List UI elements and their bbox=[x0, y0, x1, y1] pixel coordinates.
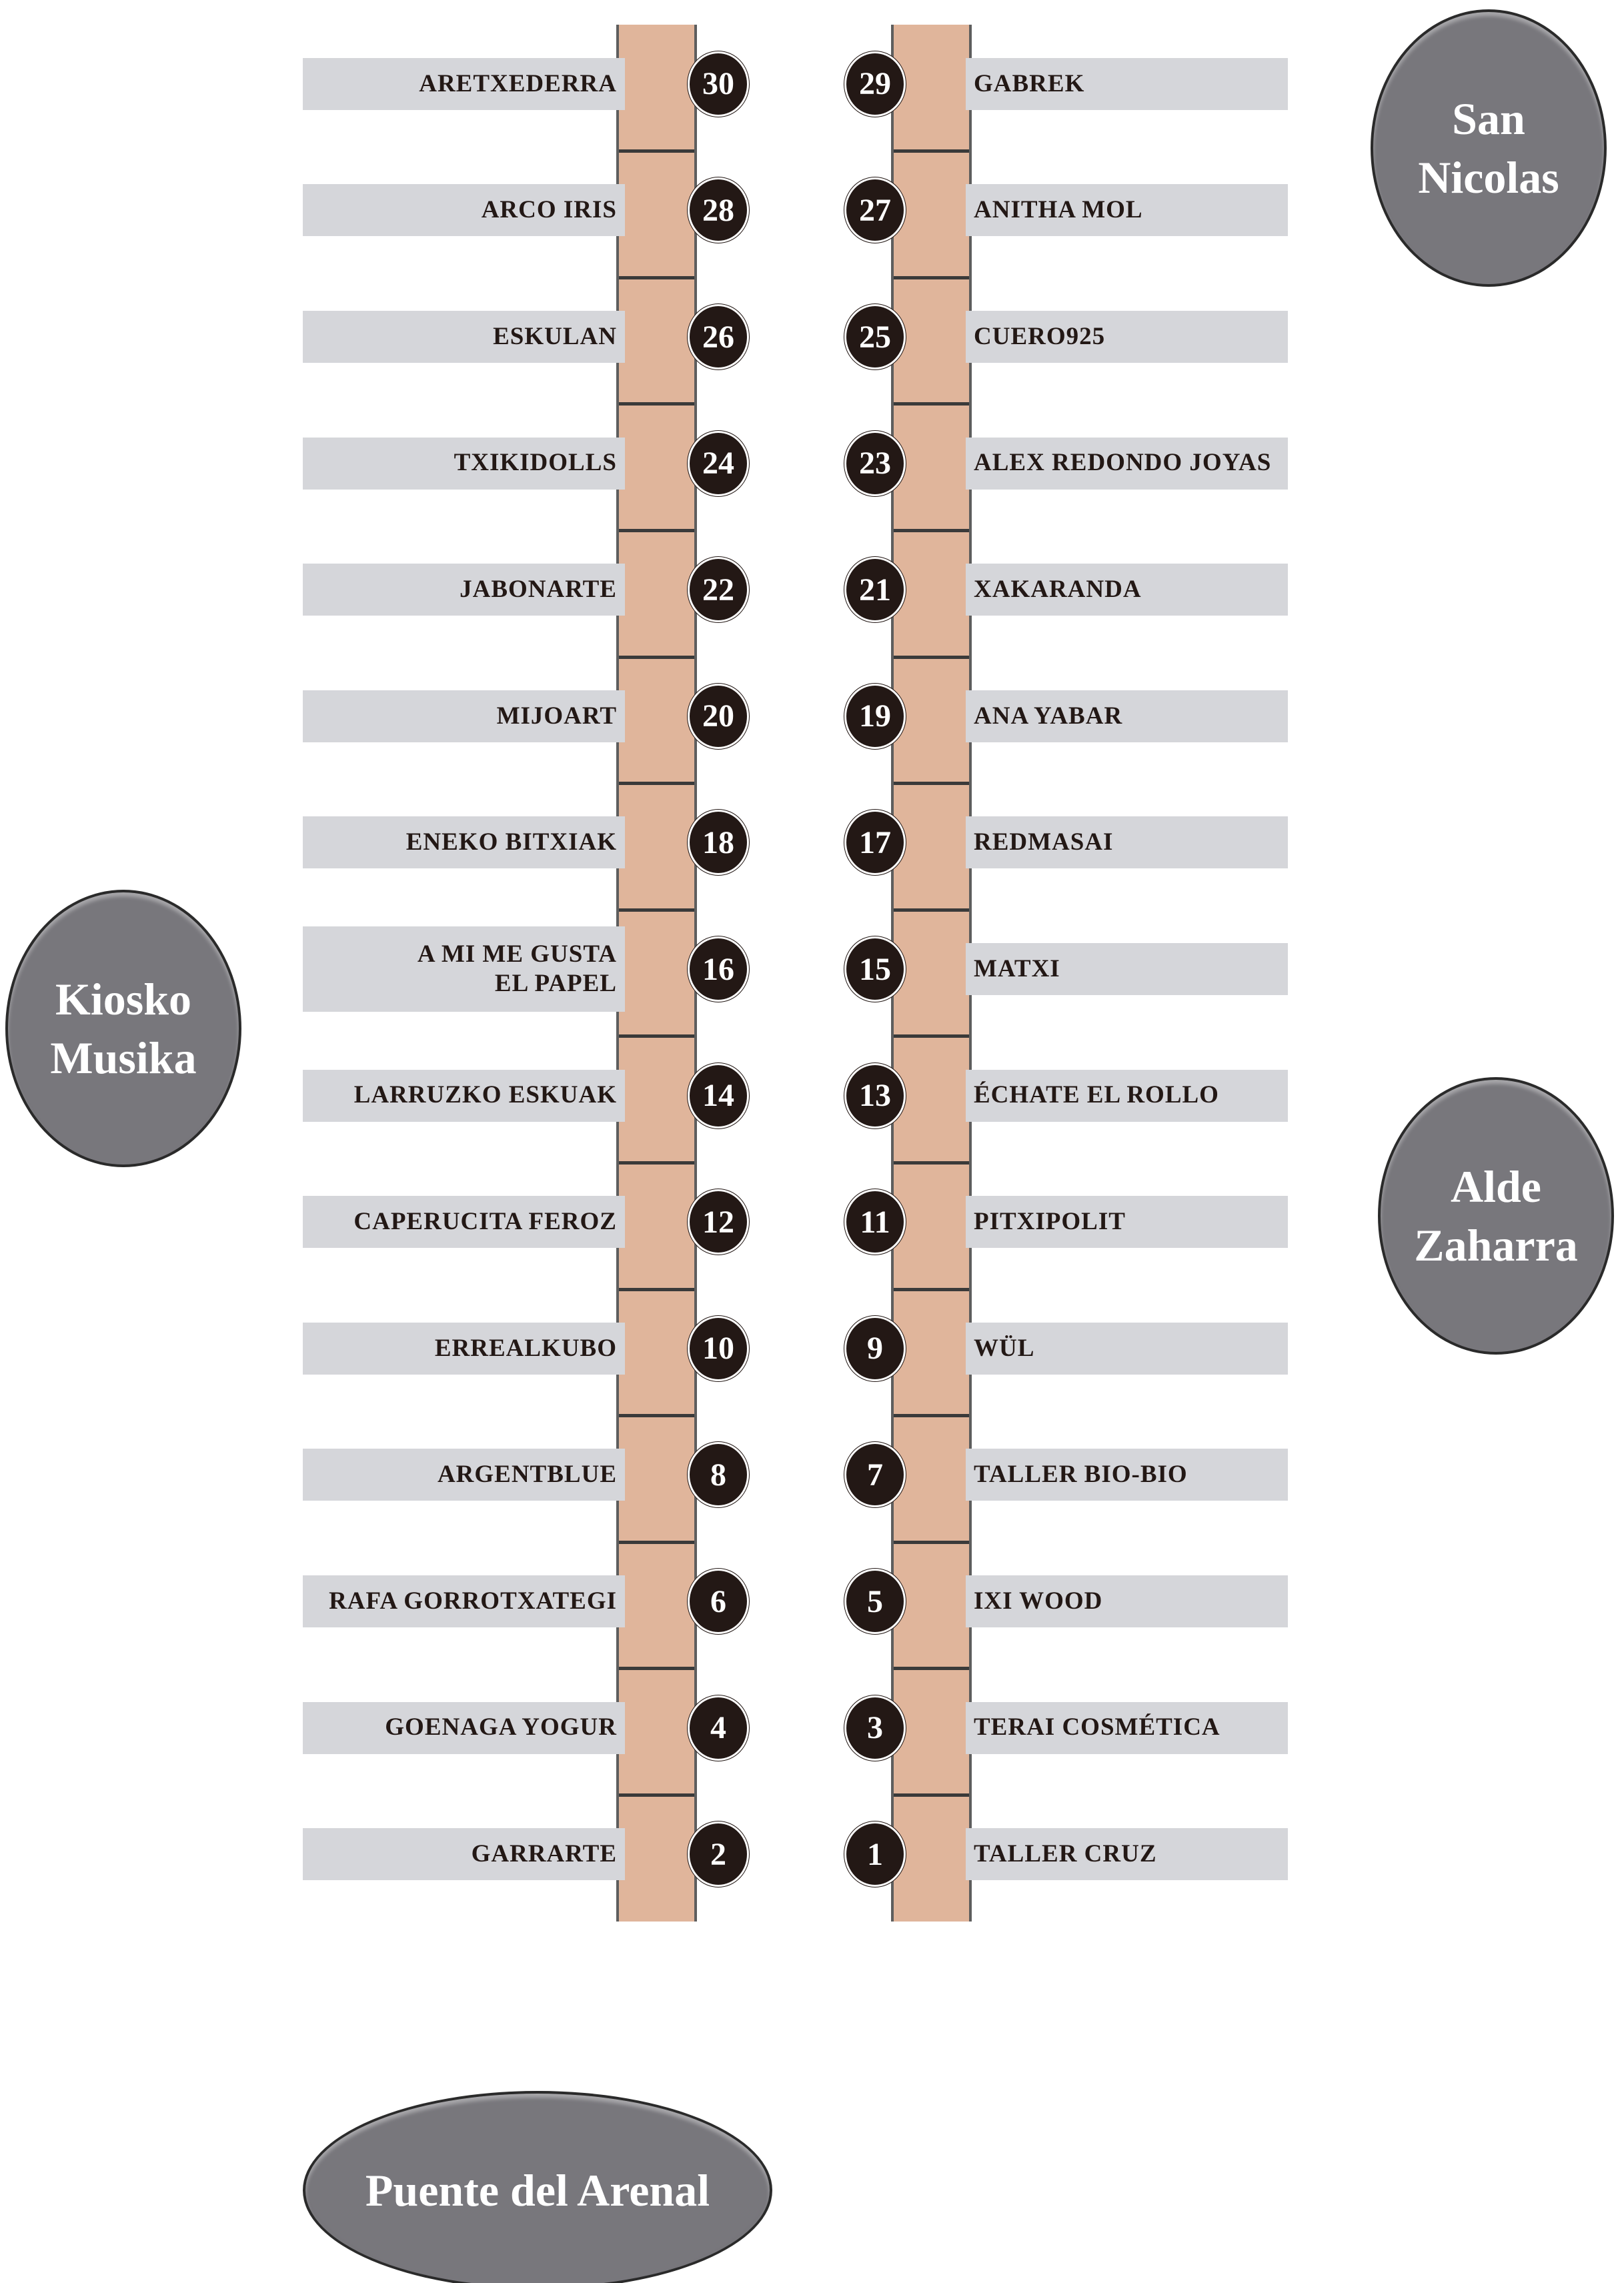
stall-number-badge: 15 bbox=[844, 936, 906, 1002]
stall-name: ERREALKUBO bbox=[303, 1322, 625, 1375]
stall-number-badge: 5 bbox=[844, 1569, 906, 1634]
stall-number-badge: 11 bbox=[844, 1189, 906, 1255]
stall-number-badge: 23 bbox=[844, 430, 906, 496]
stall-divider bbox=[619, 1793, 694, 1797]
stall-number-badge: 26 bbox=[688, 304, 749, 369]
stall-name: TALLER BIO-BIO bbox=[966, 1449, 1288, 1501]
stall-name: ARGENTBLUE bbox=[303, 1449, 625, 1501]
stall-divider bbox=[894, 655, 969, 659]
place-alde-zaharra: Alde Zaharra bbox=[1378, 1077, 1614, 1355]
stall-name: IXI WOOD bbox=[966, 1575, 1288, 1627]
stall-name: MIJOART bbox=[303, 690, 625, 742]
stall-number-badge: 1 bbox=[844, 1821, 906, 1887]
stall-divider bbox=[619, 149, 694, 153]
stall-name: GOENAGA YOGUR bbox=[303, 1701, 625, 1754]
place-kiosko-musika: Kiosko Musika bbox=[5, 890, 241, 1167]
stall-number-badge: 14 bbox=[688, 1062, 749, 1128]
stall-number-badge: 20 bbox=[688, 683, 749, 749]
stall-divider bbox=[619, 402, 694, 406]
stall-divider bbox=[894, 1287, 969, 1291]
stall-divider bbox=[619, 1034, 694, 1038]
stall-divider bbox=[619, 528, 694, 532]
stall-divider bbox=[619, 908, 694, 912]
stall-number-badge: 17 bbox=[844, 810, 906, 876]
stall-name: GABREK bbox=[966, 57, 1288, 110]
stall-divider bbox=[619, 655, 694, 659]
stall-number-badge: 18 bbox=[688, 810, 749, 876]
stall-name: ALEX REDONDO JOYAS bbox=[966, 437, 1288, 490]
stall-divider bbox=[894, 149, 969, 153]
stall-number-badge: 13 bbox=[844, 1062, 906, 1128]
stall-number-badge: 4 bbox=[688, 1695, 749, 1761]
stall-number-badge: 28 bbox=[688, 177, 749, 243]
stall-name: WÜL bbox=[966, 1322, 1288, 1375]
stall-divider bbox=[894, 1667, 969, 1671]
stall-divider bbox=[894, 528, 969, 532]
stall-name: A MI ME GUSTA EL PAPEL bbox=[303, 926, 625, 1012]
stall-number-badge: 8 bbox=[688, 1442, 749, 1508]
stall-divider bbox=[619, 782, 694, 786]
left-stall-row bbox=[616, 25, 697, 1922]
stall-name: ARCO IRIS bbox=[303, 184, 625, 237]
stall-number-badge: 6 bbox=[688, 1569, 749, 1634]
stall-number-badge: 24 bbox=[688, 430, 749, 496]
stall-divider bbox=[619, 1667, 694, 1671]
stall-number-badge: 9 bbox=[844, 1315, 906, 1381]
stall-divider bbox=[894, 782, 969, 786]
stall-name: CUERO925 bbox=[966, 311, 1288, 363]
place-puente-del-arenal: Puente del Arenal bbox=[303, 2091, 772, 2283]
stall-number-badge: 27 bbox=[844, 177, 906, 243]
place-san-nicolas: San Nicolas bbox=[1371, 9, 1607, 287]
stall-divider bbox=[894, 908, 969, 912]
stall-divider bbox=[619, 275, 694, 279]
stall-number-badge: 10 bbox=[688, 1315, 749, 1381]
stall-name: TXIKIDOLLS bbox=[303, 437, 625, 490]
stall-name: PITXIPOLIT bbox=[966, 1196, 1288, 1249]
stall-name: TALLER CRUZ bbox=[966, 1828, 1288, 1881]
stall-name: JABONARTE bbox=[303, 564, 625, 616]
stall-name: MATXI bbox=[966, 943, 1288, 995]
stall-divider bbox=[619, 1414, 694, 1418]
stall-name: CAPERUCITA FEROZ bbox=[303, 1196, 625, 1249]
stall-name: XAKARANDA bbox=[966, 564, 1288, 616]
stall-number-badge: 2 bbox=[688, 1821, 749, 1887]
stall-divider bbox=[619, 1287, 694, 1291]
stall-name: ENEKO BITXIAK bbox=[303, 816, 625, 869]
stall-name: GARRARTE bbox=[303, 1828, 625, 1881]
stall-name: ARETXEDERRA bbox=[303, 57, 625, 110]
stall-name: ÉCHATE EL ROLLO bbox=[966, 1069, 1288, 1122]
stall-divider bbox=[894, 275, 969, 279]
stall-number-badge: 22 bbox=[688, 557, 749, 623]
stall-divider bbox=[894, 402, 969, 406]
stall-name: ESKULAN bbox=[303, 311, 625, 363]
stall-name: LARRUZKO ESKUAK bbox=[303, 1069, 625, 1122]
stall-number-badge: 12 bbox=[688, 1189, 749, 1255]
stall-number-badge: 7 bbox=[844, 1442, 906, 1508]
stall-number-badge: 30 bbox=[688, 51, 749, 117]
stall-name: ANA YABAR bbox=[966, 690, 1288, 742]
stall-name: RAFA GORROTXATEGI bbox=[303, 1575, 625, 1627]
stall-number-badge: 16 bbox=[688, 936, 749, 1002]
stall-number-badge: 3 bbox=[844, 1695, 906, 1761]
stall-name: ANITHA MOL bbox=[966, 184, 1288, 237]
stall-number-badge: 25 bbox=[844, 304, 906, 369]
stall-name: TERAI COSMÉTICA bbox=[966, 1701, 1288, 1754]
stall-divider bbox=[894, 1161, 969, 1165]
stall-divider bbox=[619, 1161, 694, 1165]
stall-divider bbox=[894, 1414, 969, 1418]
stall-divider bbox=[619, 1540, 694, 1544]
stall-divider bbox=[894, 1034, 969, 1038]
stall-number-badge: 29 bbox=[844, 51, 906, 117]
stall-divider bbox=[894, 1540, 969, 1544]
stall-number-badge: 21 bbox=[844, 557, 906, 623]
stall-name: REDMASAI bbox=[966, 816, 1288, 869]
stall-divider bbox=[894, 1793, 969, 1797]
stall-number-badge: 19 bbox=[844, 683, 906, 749]
